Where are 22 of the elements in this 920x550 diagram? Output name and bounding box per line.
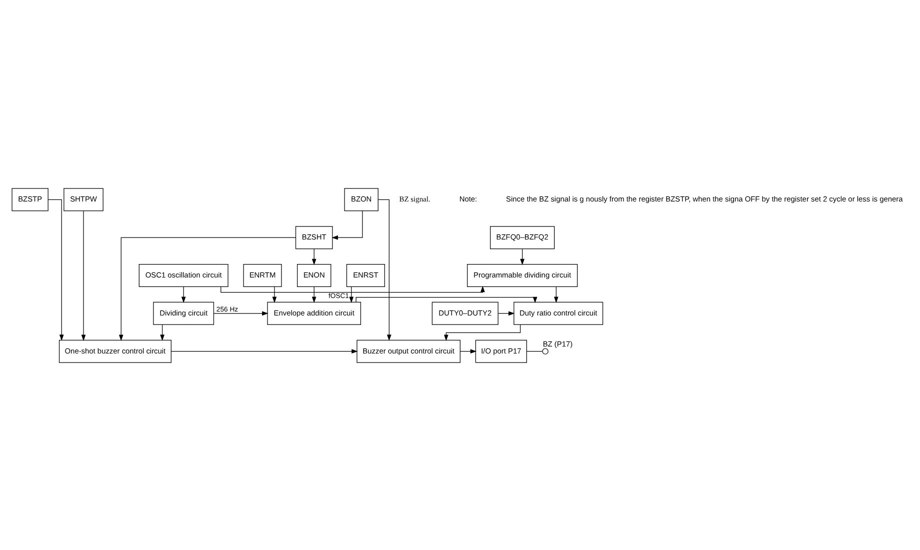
arrow: [312, 248, 316, 265]
arrow: [520, 248, 524, 265]
arrow: [460, 348, 477, 353]
arrow: [349, 286, 354, 302]
arrow: [498, 310, 515, 316]
arrow: [554, 286, 558, 302]
connector: [526, 350, 543, 352]
arrow: [160, 324, 164, 340]
arrow: [312, 286, 316, 302]
arrow: [356, 296, 538, 303]
arrow: [48, 198, 64, 340]
arrow: [332, 210, 363, 240]
arrow: [214, 310, 268, 316]
arrow: [378, 198, 392, 340]
node-circle: [542, 348, 548, 354]
arrow: [170, 348, 358, 353]
arrow: [81, 210, 86, 340]
arrow: [272, 286, 277, 302]
arrow: [220, 285, 485, 292]
arrow: [118, 236, 296, 340]
arrow: [181, 286, 186, 302]
arrow: [444, 324, 521, 340]
